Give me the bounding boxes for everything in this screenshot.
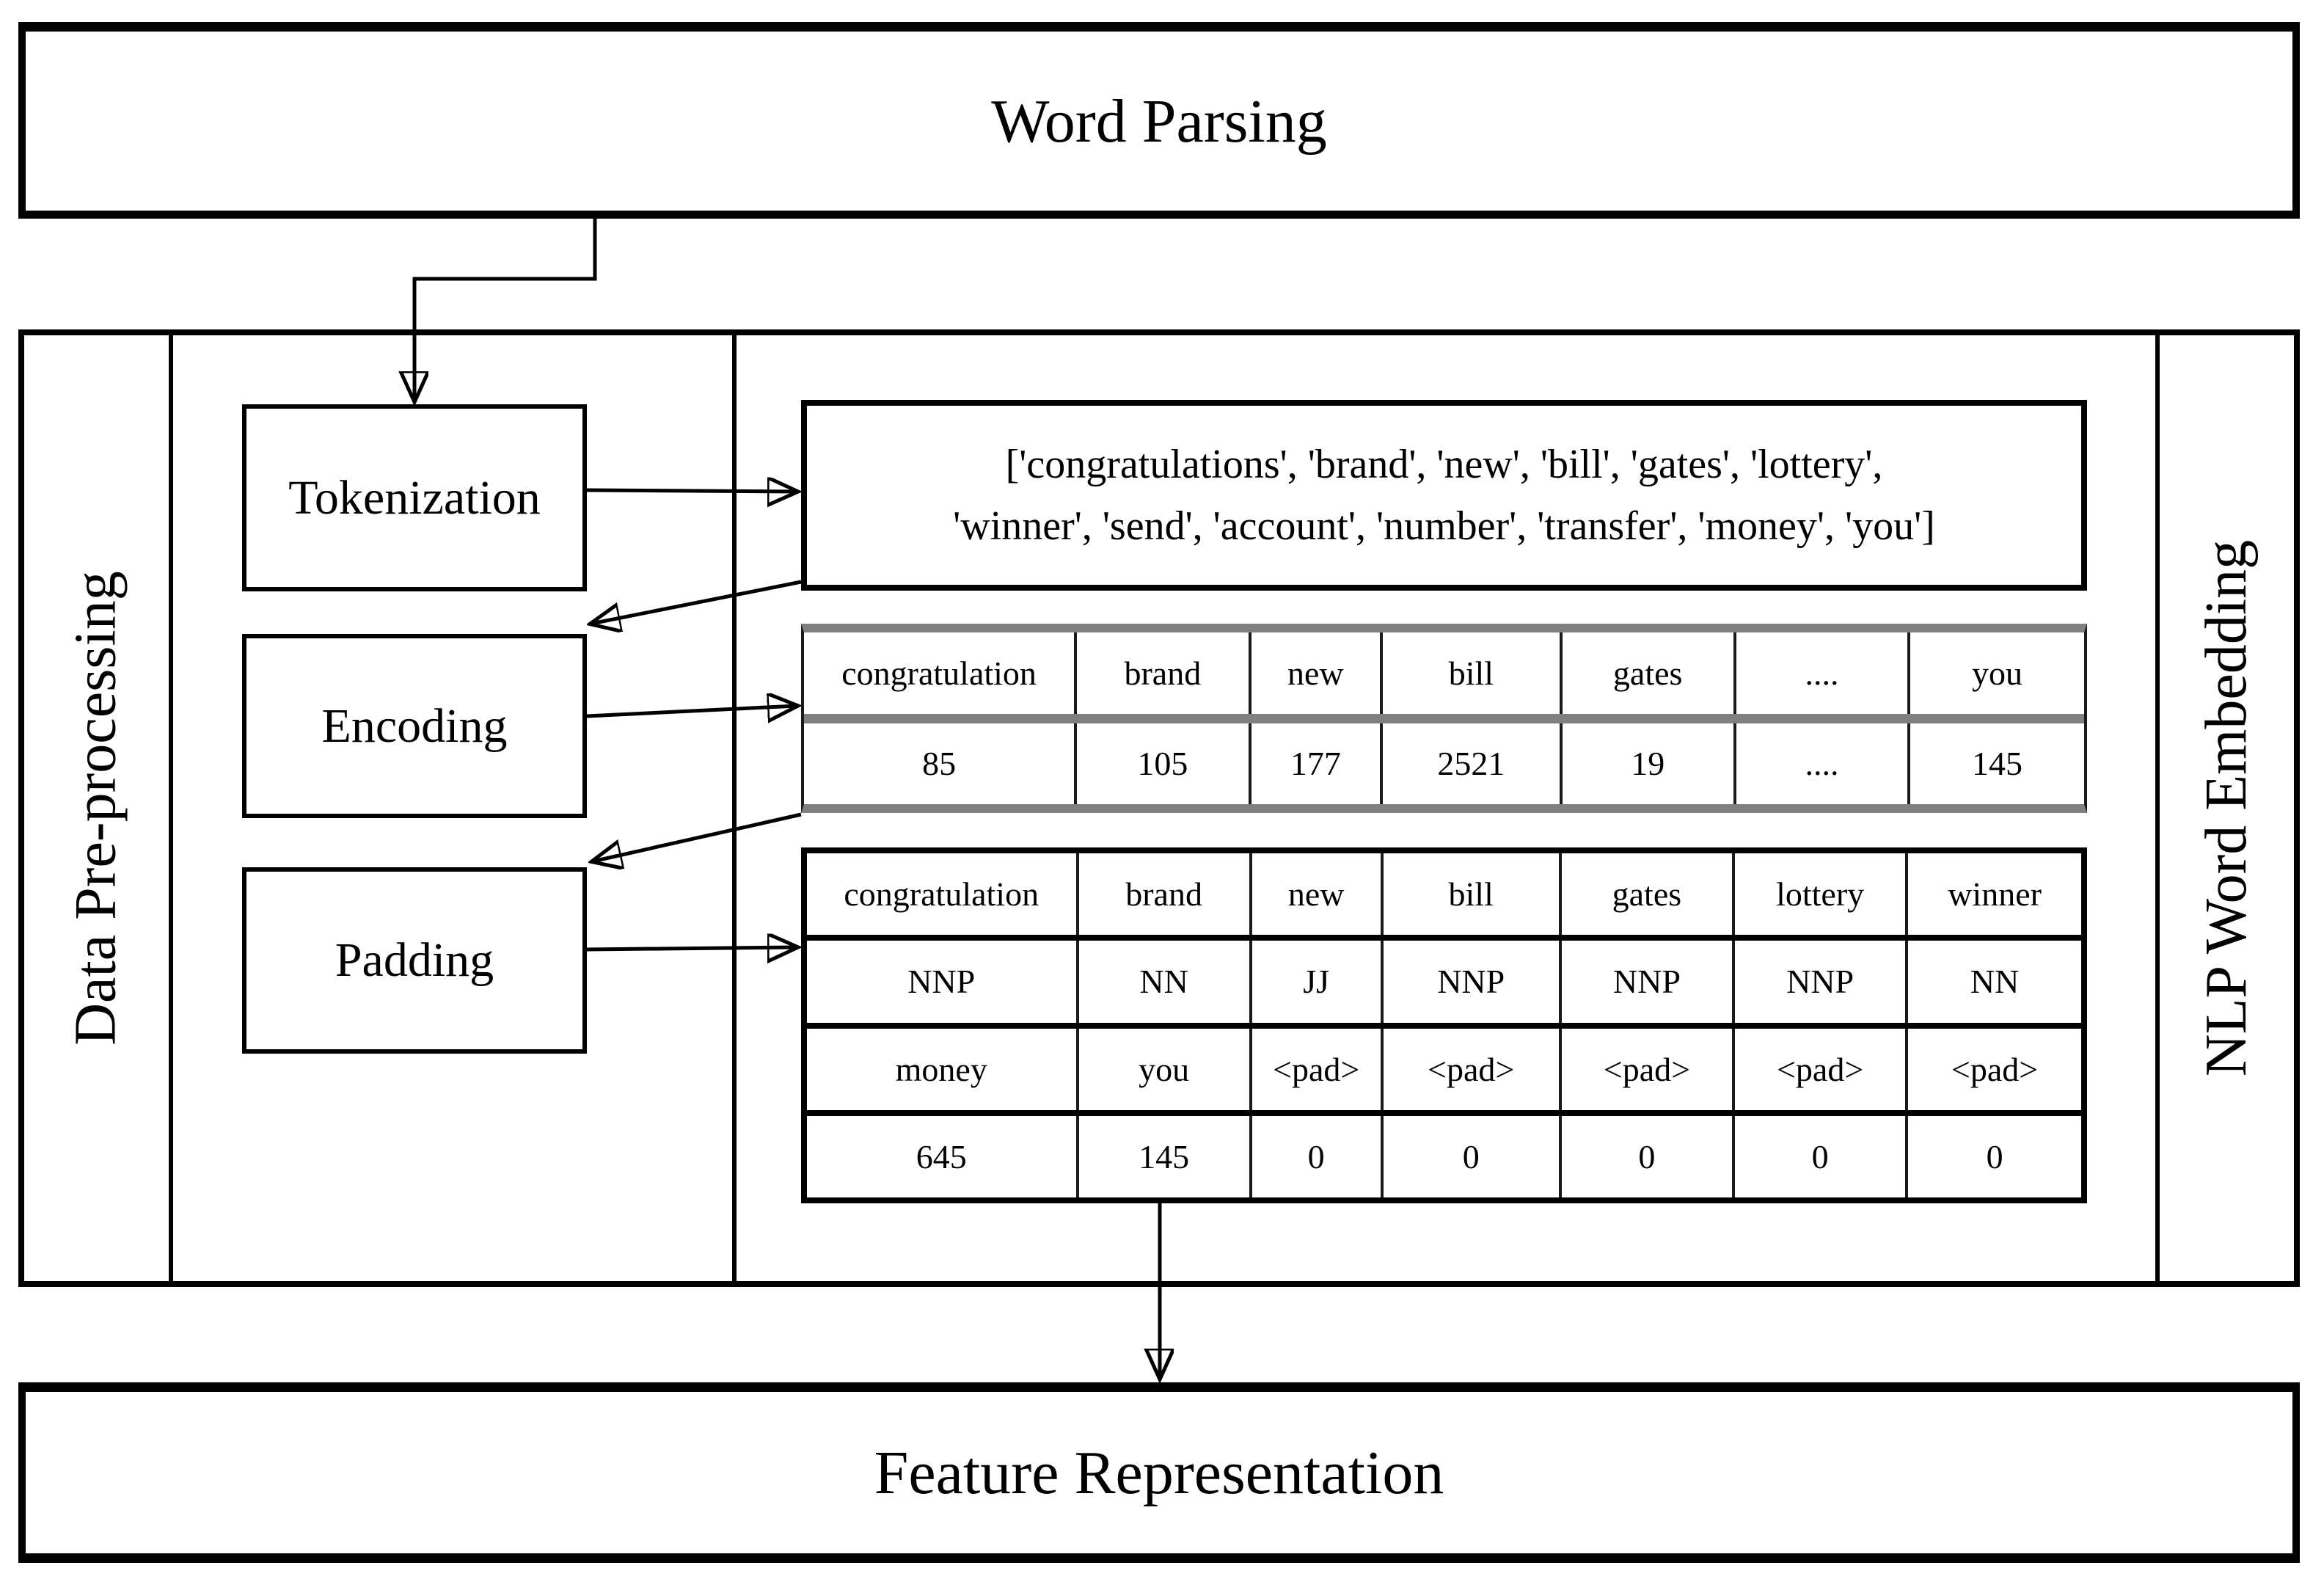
feature-representation-box: Feature Representation (18, 1382, 2300, 1563)
word-parsing-box: Word Parsing (18, 22, 2300, 219)
encoding-label: Encoding (321, 699, 508, 753)
table-cell: 645 (916, 1137, 967, 1175)
padding-table-pos-row: NNP NN JJ NNP NNP NNP NN (807, 941, 2081, 1029)
nlp-word-embedding-strip: NLP Word Embedding (2160, 329, 2294, 1287)
table-cell: JJ (1249, 941, 1381, 1023)
encoding-table: congratulation brand new bill gates ....… (801, 624, 2087, 813)
table-cell: you (1907, 632, 2084, 714)
table-cell: <pad> (1380, 1028, 1559, 1110)
feature-representation-label: Feature Representation (874, 1438, 1444, 1507)
table-cell: lottery (1732, 853, 1905, 936)
table-cell: brand (1074, 632, 1248, 714)
table-cell: .... (1733, 632, 1907, 714)
token-list-line1: ['congratulations', 'brand', 'new', 'bil… (1005, 442, 1883, 487)
table-cell: congratulation (841, 654, 1037, 692)
nlp-word-embedding-label: NLP Word Embedding (2194, 539, 2259, 1077)
divider-left-strip (169, 329, 173, 1287)
token-list-box: ['congratulations', 'brand', 'new', 'bil… (801, 400, 2087, 591)
table-cell: new (1249, 853, 1381, 936)
table-cell: .... (1733, 723, 1907, 804)
table-cell: winner (1905, 853, 2081, 936)
table-cell: you (1075, 1028, 1249, 1110)
table-cell: new (1248, 632, 1381, 714)
table-cell: NN (1905, 941, 2081, 1023)
table-cell: <pad> (1732, 1028, 1905, 1110)
padding-table: congratulation brand new bill gates lott… (801, 847, 2087, 1203)
table-cell: NNP (1732, 941, 1905, 1023)
data-preprocessing-label: Data Pre-processing (64, 571, 129, 1046)
table-cell: 0 (1905, 1115, 2081, 1197)
encoding-box: Encoding (242, 634, 587, 818)
tokenization-box: Tokenization (242, 404, 587, 591)
token-list-line2: 'winner', 'send', 'account', 'number', '… (953, 503, 1935, 549)
table-cell: 0 (1558, 1115, 1732, 1197)
padding-table-word-row: congratulation brand new bill gates lott… (807, 853, 2081, 941)
table-cell: 145 (1907, 723, 2084, 804)
table-cell: gates (1558, 853, 1732, 936)
table-cell: congratulation (844, 875, 1039, 914)
table-cell: <pad> (1558, 1028, 1732, 1110)
table-cell: <pad> (1905, 1028, 2081, 1110)
table-cell: 177 (1248, 723, 1381, 804)
table-cell: 0 (1380, 1115, 1559, 1197)
table-cell: 105 (1074, 723, 1248, 804)
table-cell: 145 (1075, 1115, 1249, 1197)
padding-box: Padding (242, 867, 587, 1054)
table-cell: money (895, 1050, 987, 1088)
divider-right-strip (2155, 329, 2160, 1287)
table-cell: 0 (1249, 1115, 1381, 1197)
table-cell: NNP (907, 963, 976, 1001)
data-preprocessing-strip: Data Pre-processing (24, 329, 169, 1287)
table-cell: NNP (1380, 941, 1559, 1023)
table-cell: 85 (922, 745, 957, 783)
table-cell: bill (1380, 632, 1559, 714)
table-cell: gates (1559, 632, 1733, 714)
table-cell: NNP (1558, 941, 1732, 1023)
table-cell: 2521 (1380, 723, 1559, 804)
tokenization-label: Tokenization (288, 470, 541, 525)
encoding-table-value-row: 85 105 177 2521 19 .... 145 (804, 723, 2084, 804)
divider-process-data (732, 329, 737, 1287)
table-cell: NN (1075, 941, 1249, 1023)
table-cell: <pad> (1249, 1028, 1381, 1110)
padding-label: Padding (335, 933, 494, 987)
padding-table-pad-word-row: money you <pad> <pad> <pad> <pad> <pad> (807, 1028, 2081, 1116)
encoding-table-header-row: congratulation brand new bill gates ....… (804, 632, 2084, 723)
table-cell: brand (1075, 853, 1249, 936)
padding-table-id-row: 645 145 0 0 0 0 0 (807, 1115, 2081, 1197)
table-cell: bill (1380, 853, 1559, 936)
table-cell: 19 (1559, 723, 1733, 804)
table-cell: 0 (1732, 1115, 1905, 1197)
word-parsing-label: Word Parsing (991, 87, 1327, 156)
